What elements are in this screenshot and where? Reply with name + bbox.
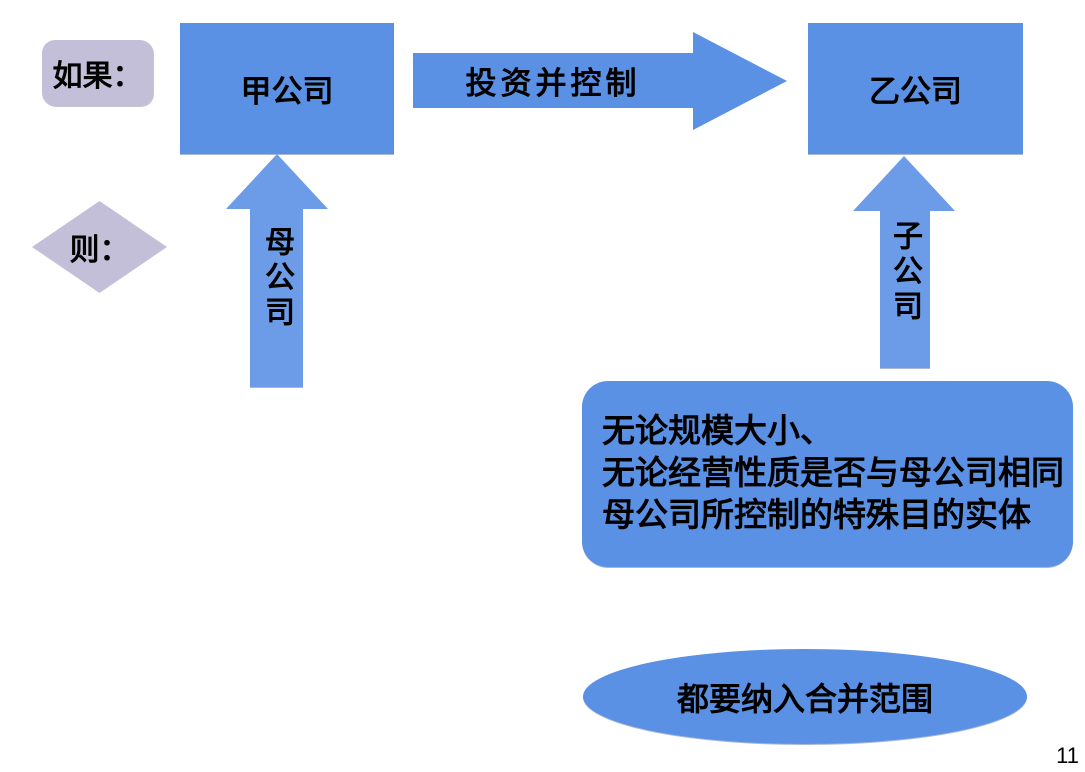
right-arrow-head-icon xyxy=(693,32,787,130)
spe-condition-line: 母公司所控制的特殊目的实体 xyxy=(602,498,1031,534)
spe-condition-line: 无论规模大小、 xyxy=(602,414,833,450)
subsidiary-arrow-shaft xyxy=(880,210,930,368)
company-a-label: 甲公司 xyxy=(240,74,334,109)
subsidiary-company-label: 子公司 xyxy=(888,220,921,325)
page-number: 11 xyxy=(1056,743,1079,768)
parent-arrow-shaft xyxy=(250,208,303,387)
company-a-box: 甲公司 xyxy=(180,23,394,154)
spe-condition-box: 无论规模大小、 无论经营性质是否与母公司相同 母公司所控制的特殊目的实体 xyxy=(582,381,1073,567)
if-label-text: 如果： xyxy=(52,60,143,93)
spe-condition-line: 无论经营性质是否与母公司相同 xyxy=(602,456,1064,492)
conclusion-ellipse: 都要纳入合并范围 xyxy=(583,649,1027,744)
if-label-pill: 如果： xyxy=(42,40,153,106)
company-b-label: 乙公司 xyxy=(869,74,962,109)
invest-control-arrow: 投资并控制 xyxy=(413,53,693,108)
subsidiary-arrow-head-icon xyxy=(853,156,955,211)
then-label-text: 则： xyxy=(69,234,130,267)
invest-control-arrow-label: 投资并控制 xyxy=(465,66,641,101)
then-diamond: 则： xyxy=(32,201,167,293)
company-b-box: 乙公司 xyxy=(808,23,1023,154)
parent-arrow-head-icon xyxy=(226,154,328,209)
parent-company-label: 母公司 xyxy=(260,226,293,331)
conclusion-label: 都要纳入合并范围 xyxy=(676,680,933,717)
